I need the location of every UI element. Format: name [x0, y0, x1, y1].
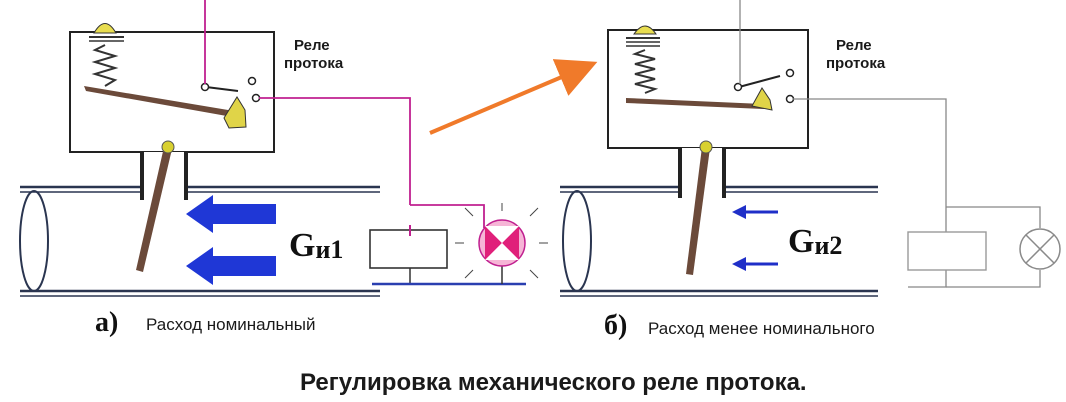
spring-b [631, 49, 659, 94]
flow-label-a: Gи1 [289, 227, 343, 264]
contact-lug-a [223, 96, 247, 129]
pivot-a [161, 140, 175, 154]
wiring-a [204, 0, 485, 228]
relay-label-a-line2: протока [284, 55, 344, 72]
diagram-title: Регулировка механического реле протока. [300, 369, 807, 396]
relay-label-b-line2: протока [826, 55, 886, 72]
caption-text-a: Расход номинальный [146, 315, 316, 334]
flow-label-b: Gи2 [788, 223, 842, 260]
panel-b: Gи2 Реле протока б) Расход менее номинал… [560, 0, 1061, 341]
lever-a [84, 86, 240, 118]
flow-arrows-b [732, 205, 778, 271]
contact-lug-b [751, 87, 773, 111]
wiring-b [739, 0, 1041, 288]
caption-letter-b: б) [604, 310, 627, 341]
load-box-a [369, 229, 448, 269]
adjust-screw-b [626, 25, 660, 47]
caption-text-b: Расход менее номинального [648, 319, 875, 338]
lamp-off-icon [1019, 228, 1061, 270]
pivot-b [699, 140, 713, 154]
flow-arrow-a-bottom [186, 247, 276, 285]
adjust-screw-a [89, 23, 124, 42]
pipe-a [19, 185, 380, 297]
spring-a [91, 44, 119, 87]
caption-letter-a: а) [95, 307, 118, 338]
relay-housing-b [607, 29, 809, 149]
paddle-b [686, 147, 710, 275]
relay-label-b-line1: Реле [836, 37, 872, 54]
load-box-b [907, 231, 987, 271]
lever-b [626, 98, 764, 109]
lamp-on-icon [455, 203, 548, 279]
relay-label-a-line1: Реле [294, 37, 330, 54]
paddle-a [136, 147, 172, 272]
pointer-arrow [429, 59, 598, 135]
flow-arrow-a-top [186, 195, 276, 233]
panel-a: Gи1 Реле протока [19, 0, 548, 338]
